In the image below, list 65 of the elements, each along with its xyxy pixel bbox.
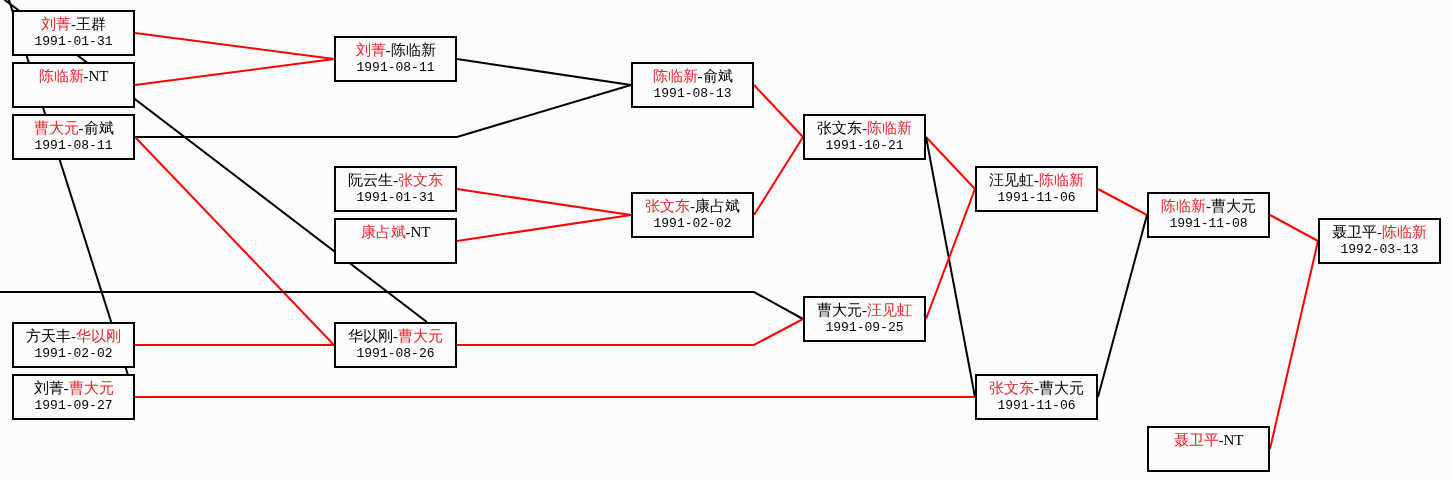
match-box [12,114,135,160]
match-players: 张文东-曹大元 [989,379,1084,397]
match-players: 张文东-陈临新 [817,119,912,137]
match-players: 刘菁-陈临新 [355,41,436,59]
match-players: 曹大元-汪见虹 [817,301,912,319]
match-box [1147,426,1270,472]
match-box [803,296,926,342]
match-players: 张文东-康占斌 [645,197,740,215]
bracket-line [134,136,335,346]
bracket-line [1269,214,1319,242]
bracket-line [134,58,335,86]
match-box [12,62,135,108]
match-date: 1991-11-08 [1169,215,1248,232]
match-box [334,166,457,212]
match-box [803,114,926,160]
match-date: 1991-10-21 [825,137,904,154]
bracket-line [134,344,335,346]
match-players: 汪见虹-陈临新 [989,171,1084,189]
match-players: 曹大元-俞斌 [33,119,114,137]
match-date: 1991-01-31 [34,33,113,50]
match-players: 聂卫平-NT [1173,431,1244,449]
match-date: 1991-02-02 [34,345,113,362]
match-players: 聂卫平-陈临新 [1332,223,1427,241]
match-box [1147,192,1270,238]
match-box [334,36,457,82]
match-players: 华以刚-曹大元 [348,327,443,345]
match-box [631,62,754,108]
bracket-line [0,291,804,320]
match-box [12,10,135,56]
bracket-line [1097,188,1148,216]
bracket-line [456,58,632,86]
match-players: 阮云生-张文东 [348,171,443,189]
match-box [334,322,457,368]
match-date: 1991-08-11 [34,137,113,154]
match-box [975,374,1098,420]
match-date: 1991-02-02 [653,215,732,232]
match-box [12,374,135,420]
match-date: 1991-11-06 [997,397,1076,414]
match-players: 方天丰-华以刚 [26,327,121,345]
match-date: 1992-03-13 [1340,241,1419,258]
match-date: 1991-09-25 [825,319,904,336]
match-box [631,192,754,238]
match-players: 陈临新-俞斌 [652,67,733,85]
bracket-line [134,396,976,398]
match-players: 刘菁-曹大元 [33,379,114,397]
bracket-line [925,136,976,190]
match-date: 1991-01-31 [356,189,435,206]
match-players: 陈临新-曹大元 [1161,197,1256,215]
match-box [334,218,457,264]
match-box [12,322,135,368]
bracket-line [456,214,632,242]
match-players: 康占斌-NT [360,223,431,241]
bracket-line [753,136,804,216]
match-box [975,166,1098,212]
match-date: 1991-11-06 [997,189,1076,206]
match-date: 1991-08-13 [653,85,732,102]
match-box [1318,218,1441,264]
match-date: 1991-08-11 [356,59,435,76]
match-players: 陈临新-NT [38,67,109,85]
match-players: 刘菁-王群 [41,15,106,33]
bracket-line [134,84,632,138]
bracket-line [753,84,804,138]
match-date: 1991-09-27 [34,397,113,414]
match-date: 1991-08-26 [356,345,435,362]
bracket-line [456,318,804,346]
